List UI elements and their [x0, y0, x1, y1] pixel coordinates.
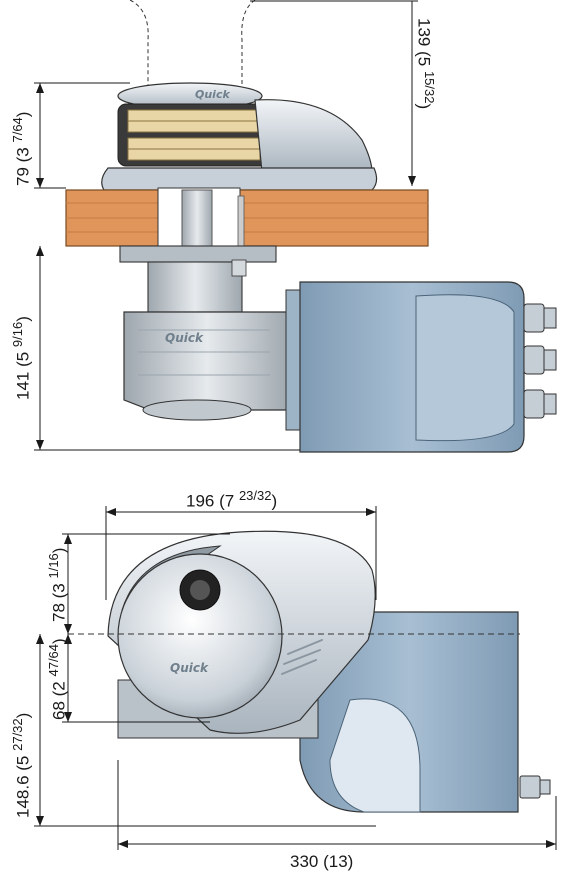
dim-139-close: )	[414, 103, 434, 110]
dim-label-196: 196 (7 23/32)	[186, 488, 277, 512]
dim-79-close: )	[13, 111, 33, 118]
dim-68-frac: 47/64	[46, 643, 61, 677]
dim-label-148: 148.6 (5 27/32)	[10, 713, 34, 818]
svg-text:Quick: Quick	[170, 661, 209, 675]
dim-label-139: 139 (5 15/32)	[413, 18, 437, 109]
dim-78-main: 78 (3	[49, 578, 69, 622]
dim-141-close: )	[13, 316, 33, 322]
dim-141-main: 141 (5	[13, 347, 33, 400]
dim-68-main: 68 (2	[49, 676, 69, 720]
dim-label-78: 78 (3 1/16)	[46, 548, 70, 622]
dim-label-141: 141 (5 9/16)	[10, 316, 34, 400]
dim-196-close: )	[271, 491, 278, 511]
svg-text:Quick: Quick	[165, 331, 204, 345]
dim-label-68: 68 (2 47/64)	[46, 638, 70, 720]
dim-196-main: 196 (7	[186, 491, 239, 511]
dim-148-close: )	[13, 712, 33, 719]
dim-141-frac: 9/16	[10, 321, 25, 348]
dim-78-frac: 1/16	[46, 553, 61, 579]
cable-glands	[523, 303, 557, 419]
dim-label-330: 330 (13)	[290, 852, 354, 871]
dim-148-frac: 27/32	[10, 718, 25, 751]
chain-clearance-outline	[129, 0, 256, 88]
dim-label-79: 79 (3 7/64)	[10, 112, 34, 186]
dim-148-main: 148.6 (5	[13, 750, 33, 818]
dim-68-close: )	[49, 638, 69, 644]
dim-79-frac: 7/64	[10, 117, 25, 143]
dim-139-frac: 15/32	[422, 70, 437, 104]
dim-79-main: 79 (3	[13, 142, 33, 186]
dim-139-main: 139 (5	[414, 18, 434, 71]
plan-view: Quick	[34, 506, 557, 850]
dim-78-close: )	[49, 547, 69, 554]
dim-196-frac: 23/32	[238, 488, 272, 503]
dome-logo: Quick	[195, 88, 230, 101]
side-elevation-view: Quick Quick	[34, 0, 557, 453]
